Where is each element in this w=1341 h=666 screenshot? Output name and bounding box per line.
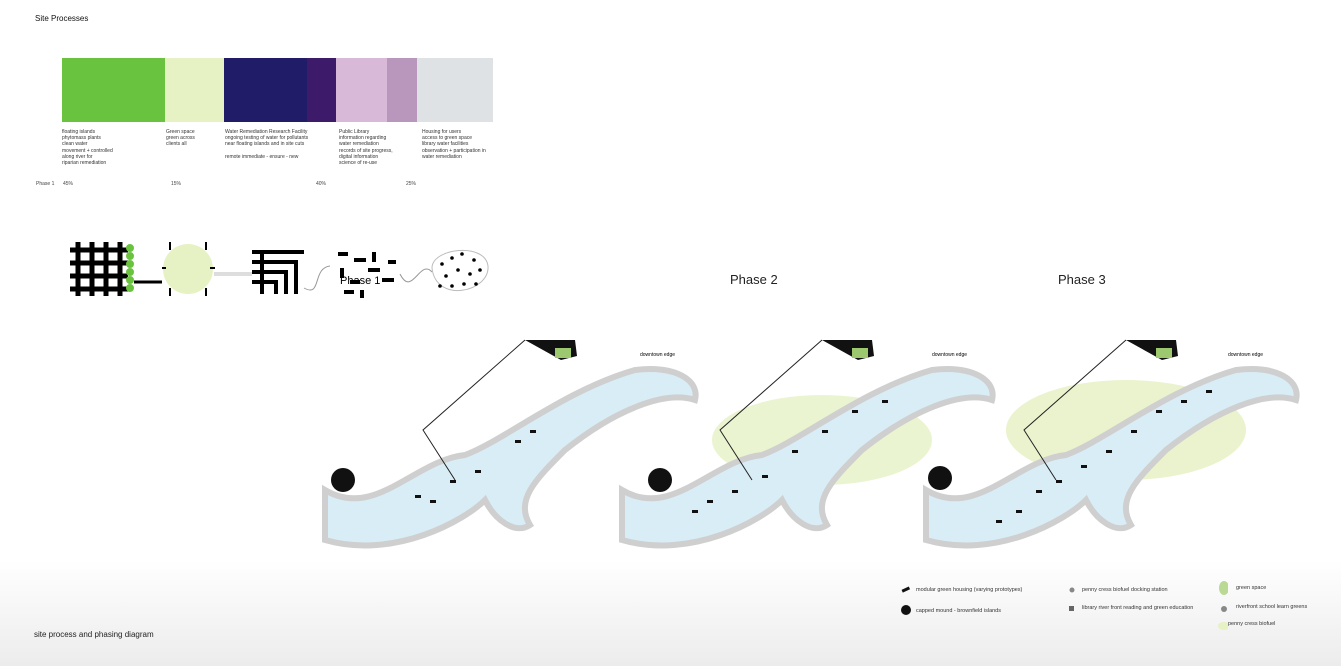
percent-3: 40%	[316, 181, 327, 187]
process-pictograms: Phase 1	[70, 242, 489, 298]
phase-1-label: Phase 1	[340, 275, 380, 287]
percent-1: 45%	[63, 181, 74, 187]
bottom-gradient	[0, 560, 1341, 666]
green-space-icon	[1219, 581, 1228, 595]
percent-row-label: Phase 1	[36, 181, 55, 187]
legend-library: library river front reading and green ed…	[1082, 605, 1194, 611]
phase-1-map: downtown edge	[322, 339, 699, 549]
phase-3-map: downtown edge	[923, 339, 1300, 549]
biofuel-icon	[1218, 622, 1228, 630]
legend-green-space: green space	[1236, 585, 1267, 591]
grid-icon	[70, 242, 128, 296]
swatch-navy	[224, 58, 307, 122]
housing-icon	[901, 586, 911, 593]
phase-2-title: Phase 2	[730, 272, 778, 287]
green-space-icon	[162, 242, 215, 296]
mound-icon	[901, 605, 911, 615]
percent-2: 15%	[171, 181, 182, 187]
downtown-edge-label: downtown edge	[1228, 352, 1263, 358]
desc-floating-islands: floating islands phytomass plants clean …	[62, 129, 113, 167]
page-title: Site Processes	[35, 14, 89, 23]
swatch-grey	[417, 58, 493, 122]
swatch-purple	[307, 58, 336, 122]
swatch-green	[62, 58, 165, 122]
downtown-edge-label: downtown edge	[932, 352, 967, 358]
phase-2-map: downtown edge	[619, 339, 996, 549]
phase-3-title: Phase 3	[1058, 272, 1106, 287]
legend-biofuel: penny cress biofuel	[1228, 621, 1276, 627]
caption: site process and phasing diagram	[34, 630, 154, 639]
green-dots-icon	[126, 244, 134, 292]
legend-mound: capped mound - brownfield islands	[916, 608, 1001, 614]
legend-school: riverfront school learn greens	[1236, 604, 1308, 610]
desc-housing: Housing for users access to green space …	[422, 129, 486, 160]
swatch-lilac	[336, 58, 387, 122]
library-icon	[1069, 606, 1074, 611]
school-icon	[1221, 606, 1227, 612]
desc-research-facility: Water Remediation Research Facility ongo…	[225, 129, 309, 160]
maze-icon	[252, 250, 304, 294]
swatch-mauve	[387, 58, 417, 122]
legend-docking: penny cress biofuel docking station	[1082, 587, 1168, 593]
swatch-light-green	[165, 58, 224, 122]
dot-cloud-icon	[431, 250, 489, 292]
legend-icons	[901, 581, 1228, 630]
desc-green-space: Green space green across clients all	[166, 129, 195, 148]
percent-4: 25%	[406, 181, 417, 187]
legend-housing: modular green housing (varying prototype…	[916, 587, 1023, 593]
scattered-blocks-icon	[338, 252, 396, 298]
docking-icon	[1069, 587, 1075, 593]
downtown-edge-label: downtown edge	[640, 352, 675, 358]
desc-public-library: Public Library information regarding wat…	[339, 129, 393, 167]
